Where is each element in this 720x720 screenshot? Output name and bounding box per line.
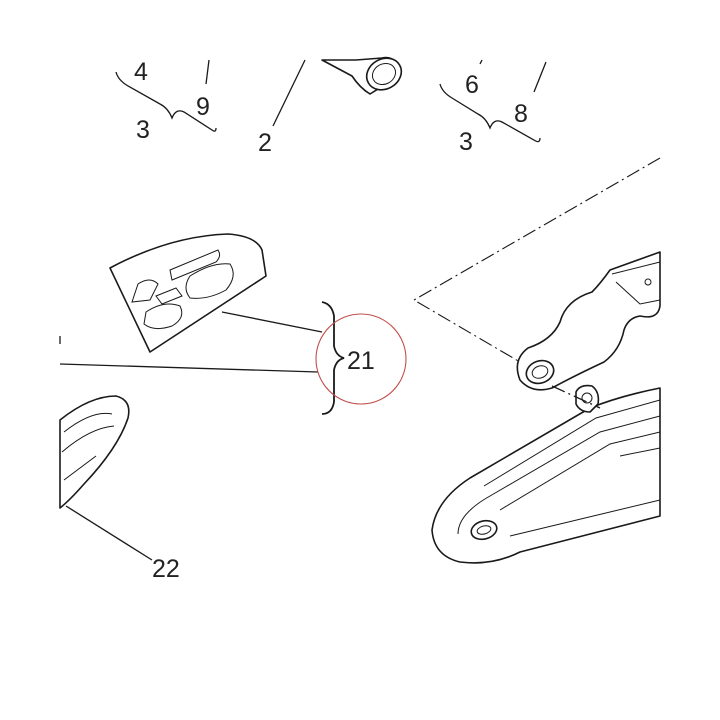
side-cover-edge-2	[61, 425, 115, 453]
decal-sheet-outline	[109, 233, 267, 353]
leader-line-6	[479, 59, 483, 65]
swingarm-boss-hole	[581, 392, 593, 404]
swingarm-edge-1	[483, 399, 661, 487]
bracket-hole-inner	[531, 365, 549, 379]
swingarm-pivot-bore	[476, 525, 492, 535]
leader-line-22	[65, 505, 153, 561]
callout-group-6-8-3	[439, 59, 547, 143]
bracket-4-9-3	[115, 71, 217, 132]
callout-2: 2	[258, 129, 272, 157]
callout-9: 9	[196, 93, 210, 121]
callout-group-4-9-3	[115, 59, 217, 132]
bracket-edge	[611, 261, 661, 275]
leader-line-9	[205, 59, 210, 85]
leader-line-21-lower	[59, 363, 319, 373]
brace-21	[321, 301, 345, 415]
highlight-circle-21	[315, 313, 407, 405]
side-cover-edge-3	[63, 455, 97, 481]
swingarm-body	[431, 387, 661, 564]
decal-shape-e	[155, 287, 183, 305]
leader-line-21-upper	[221, 311, 323, 333]
bracket-hole-outer	[525, 359, 555, 385]
callout-3-right: 3	[459, 128, 473, 156]
side-cover-outline	[59, 395, 130, 509]
decal-shape-a	[131, 279, 159, 303]
bracket-small-hole	[644, 278, 652, 286]
side-cover-edge-1	[63, 412, 113, 433]
side-cover-part-22	[59, 395, 130, 509]
pin-part-2	[272, 56, 403, 127]
assembly-axis-short	[551, 385, 601, 409]
callout-22: 22	[152, 555, 180, 583]
leader-line-8	[533, 61, 547, 93]
decal-shape-b	[169, 249, 221, 281]
swingarm-edge-4	[619, 447, 661, 457]
swingarm-edge-2	[457, 415, 661, 535]
bracket-6-8-3	[439, 83, 541, 143]
callout-8: 8	[514, 100, 528, 128]
swingarm-edge-5	[509, 499, 661, 537]
decal-shape-d	[143, 303, 183, 330]
swingarm-pivot-hole	[470, 519, 498, 541]
swingarm-edge-3	[499, 431, 661, 511]
leader-line-2	[272, 59, 306, 127]
mounting-bracket	[516, 251, 661, 391]
bracket-fold	[615, 281, 661, 305]
decal-sheet	[109, 233, 267, 353]
callout-3-left: 3	[136, 116, 150, 144]
swingarm-assembly	[412, 157, 661, 564]
callout-4: 4	[134, 58, 148, 86]
pin-bore	[371, 62, 397, 86]
swingarm-boss	[575, 384, 600, 413]
callout-21: 21	[347, 347, 375, 375]
assembly-axis-line	[412, 157, 661, 363]
decal-shape-c	[185, 263, 234, 299]
callout-6: 6	[465, 71, 479, 99]
